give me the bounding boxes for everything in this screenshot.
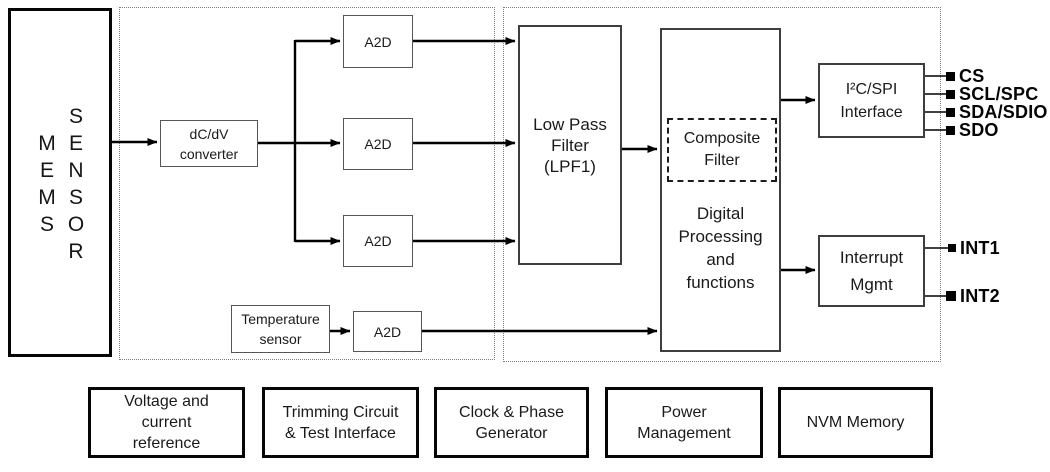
a2d-label: A2D — [364, 233, 392, 249]
i2c-spi-interface-block: I²C/SPI Interface — [818, 63, 925, 138]
pin-sdo-label: SDO — [959, 119, 999, 140]
low-pass-filter-label: Low Pass Filter (LPF1) — [533, 114, 607, 176]
digital-processing-label: Digital Processing and functions — [678, 204, 763, 292]
dcdv-converter-label: dC/dV converter — [179, 125, 239, 162]
pin-pad-icon — [946, 291, 956, 301]
power-management-block: Power Management — [605, 387, 763, 458]
a2d-block-3: A2D — [343, 215, 413, 267]
composite-filter-label: Composite Filter — [683, 130, 761, 169]
a2d-label: A2D — [364, 33, 392, 50]
analog-frontend-container — [119, 7, 495, 360]
interrupt-mgmt-label: Interrupt Mgmt — [839, 248, 904, 294]
a2d-label: A2D — [373, 323, 402, 340]
pin-sda-sdio-label: SDA/SDIO — [959, 101, 1048, 122]
voltage-current-reference-label: Voltage and current reference — [124, 393, 209, 452]
voltage-current-reference-block: Voltage and current reference — [88, 387, 245, 458]
nvm-memory-label: NVM Memory — [806, 414, 905, 431]
pin-pad-icon — [946, 107, 955, 117]
a2d-block-temp: A2D — [353, 311, 422, 352]
pin-pad-icon — [946, 71, 955, 81]
interrupt-mgmt-block: Interrupt Mgmt — [818, 235, 925, 307]
mems-sensor-label-col1: MEMS — [38, 132, 56, 236]
pin-sda-sdio: SDA/SDIO — [946, 102, 1048, 122]
low-pass-filter-block: Low Pass Filter (LPF1) — [518, 25, 622, 265]
power-management-label: Power Management — [637, 403, 731, 442]
clock-phase-generator-block: Clock & Phase Generator — [434, 387, 589, 458]
pin-scl-spc-label: SCL/SPC — [959, 83, 1039, 104]
pin-cs-label: CS — [959, 65, 985, 86]
clock-phase-generator-label: Clock & Phase Generator — [459, 403, 564, 442]
a2d-label: A2D — [364, 136, 392, 152]
pin-int1-label: INT1 — [960, 237, 1000, 258]
trimming-circuit-label: Trimming Circuit & Test Interface — [282, 403, 399, 442]
a2d-block-2: A2D — [343, 118, 413, 170]
nvm-memory-block: NVM Memory — [778, 387, 933, 458]
pin-pad-icon — [946, 125, 955, 135]
pin-pad-icon — [946, 89, 955, 99]
pin-int2-label: INT2 — [960, 285, 1000, 306]
pin-pad-icon — [948, 244, 956, 252]
composite-filter-block: Composite Filter — [667, 118, 777, 182]
temperature-sensor-label: Temperature sensor — [241, 311, 320, 347]
i2c-spi-interface-label: I²C/SPI Interface — [840, 80, 903, 121]
pin-sdo: SDO — [946, 120, 999, 140]
pin-cs: CS — [946, 66, 984, 86]
pin-int1: INT1 — [948, 238, 1000, 258]
temperature-sensor-block: Temperature sensor — [231, 305, 330, 353]
trimming-circuit-block: Trimming Circuit & Test Interface — [262, 387, 419, 458]
digital-processing-block: Composite Filter Digital Processing and … — [660, 28, 781, 352]
dcdv-converter-block: dC/dV converter — [160, 120, 258, 167]
a2d-block-1: A2D — [343, 15, 413, 68]
digital-backend-container — [503, 7, 941, 362]
pin-scl-spc: SCL/SPC — [946, 84, 1038, 104]
pin-int2: INT2 — [946, 286, 1000, 306]
mems-sensor-block — [8, 8, 112, 357]
mems-sensor-label-col2: SENSOR — [67, 105, 85, 263]
